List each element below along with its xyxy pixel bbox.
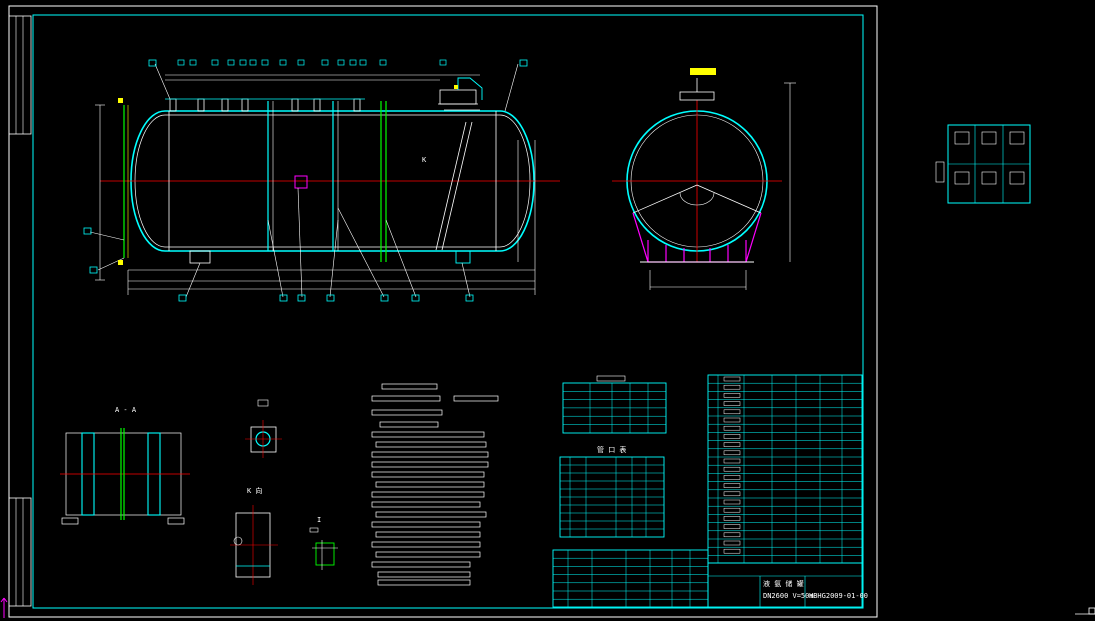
bom-cell-text (723, 524, 741, 529)
note-line (371, 471, 485, 478)
bom-cell-text (723, 483, 741, 488)
pipe-table (559, 456, 665, 538)
bom-cell-text (723, 458, 741, 464)
title-block-drawing-no: HBHG2009-01-00 (809, 592, 868, 600)
bom-cell-text (723, 434, 741, 439)
revision-table (552, 549, 709, 608)
callout-box (227, 59, 235, 66)
nozzle-detail-view (245, 399, 282, 458)
parts-list-table (707, 374, 863, 564)
bom-cell-text (723, 409, 741, 415)
bom-cell-text (723, 548, 741, 554)
note-line (375, 481, 485, 488)
sheet-frame (8, 5, 878, 618)
callout-box (321, 59, 329, 66)
title-block-spec: DN2600 V=50m (763, 592, 814, 600)
detail-i-label: I (317, 516, 321, 524)
note-line (381, 383, 438, 390)
sheet-thumbnail[interactable] (935, 124, 1031, 204)
note-line (375, 551, 481, 558)
callout-box (211, 59, 219, 66)
section-aa-view (60, 428, 190, 525)
note-line (379, 421, 439, 428)
note-line (371, 561, 471, 568)
bom-cell-text (723, 491, 741, 497)
note-line (371, 395, 441, 402)
bom-cell-text (723, 376, 741, 382)
bom-cell-text (723, 499, 741, 505)
note-line (371, 491, 485, 498)
bom-cell-text (723, 401, 741, 406)
callout-box (279, 59, 287, 66)
bom-cell-text (723, 532, 741, 538)
callout-box (337, 59, 345, 66)
note-line (371, 461, 489, 468)
detail-k-label: K 向 (247, 486, 262, 495)
callout-box (189, 59, 197, 66)
bom-cell-text (723, 425, 741, 431)
note-line (371, 541, 481, 548)
callout-box (249, 59, 257, 66)
callout-box (177, 59, 185, 66)
bom-cell-text (723, 466, 741, 472)
callout-box (239, 59, 247, 66)
bom-cell-text (723, 384, 741, 390)
note-line (371, 501, 481, 508)
callout-box (359, 59, 367, 66)
leader-k-label: K (422, 156, 427, 164)
note-line (371, 431, 485, 438)
table-title (596, 375, 626, 382)
callout-box (379, 59, 387, 66)
bom-cell-text (723, 507, 741, 513)
bom-cell-text (723, 450, 741, 456)
title-block-name: 液 氨 储 罐 (763, 579, 804, 588)
note-line (371, 451, 489, 458)
bom-cell-text (723, 417, 741, 423)
note-line (371, 521, 481, 528)
pipe-table-title: 管 口 表 (597, 445, 626, 454)
note-line (375, 511, 487, 518)
bom-cell-text (723, 442, 741, 447)
note-line (371, 409, 443, 416)
callout-box (297, 59, 305, 66)
design-data-table (562, 375, 667, 434)
detail-i-view (309, 527, 338, 570)
note-line (377, 571, 471, 578)
ucs-icon (0, 597, 8, 618)
bom-cell-text (723, 393, 741, 398)
tank-end-view (612, 68, 796, 290)
title-block (707, 562, 863, 608)
detail-k-view (230, 505, 278, 585)
note-line (377, 579, 471, 586)
cursor-crosshair (1075, 607, 1095, 615)
tank-elevation-view (83, 59, 560, 302)
bom-cell-text (723, 540, 741, 546)
callout-box (439, 59, 447, 66)
callout-box (261, 59, 269, 66)
bom-cell-text (723, 475, 741, 480)
callout-box (349, 59, 357, 66)
bom-cell-text (723, 516, 741, 521)
technical-notes (371, 383, 499, 586)
note-line (375, 531, 481, 538)
note-line (453, 395, 499, 402)
note-line (375, 441, 487, 448)
section-aa-label: A - A (115, 406, 137, 414)
